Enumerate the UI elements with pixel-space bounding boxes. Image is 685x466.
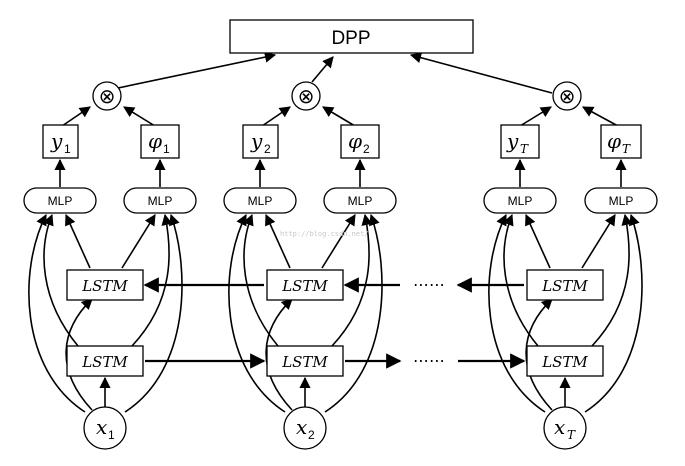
phi-box-2: φ 2	[340, 124, 380, 159]
mlp-label: MLP	[508, 194, 533, 208]
edge-x2-mlpy	[228, 214, 286, 413]
x-symbol: x	[554, 415, 565, 439]
edge-lstm-up1-mlpphi	[121, 214, 156, 269]
x-subscript: 2	[308, 428, 315, 442]
edge-lstm-up1-mlpy	[65, 213, 91, 269]
lstm-label: LSTM	[541, 353, 588, 371]
product-icon: ⊗	[298, 86, 315, 108]
edge-productT-dpp	[409, 52, 553, 94]
product-node-1: ⊗	[92, 81, 122, 111]
mlp-label: MLP	[148, 194, 173, 208]
ellipsis-upper: ⋯⋯	[413, 277, 445, 294]
x-subscript: 1	[108, 428, 115, 442]
mlp-phi-2: MLP	[323, 187, 397, 214]
edge-lstm-up2-mlpphi	[321, 214, 356, 269]
dpp-label: DPP	[331, 28, 370, 49]
phi-box-T: φ T	[600, 124, 642, 159]
edge-phi1-product1	[123, 106, 156, 127]
edges	[28, 51, 643, 413]
y-subscript: T	[520, 142, 529, 156]
input-node-1: x 1	[83, 406, 127, 450]
mlp-label: MLP	[609, 194, 634, 208]
lstm-label: LSTM	[81, 277, 128, 295]
input-node-T: x T	[543, 406, 587, 450]
mlp-label: MLP	[248, 194, 273, 208]
lstm-lower-2: LSTM	[266, 345, 344, 377]
edge-lstm-loT-mlpy	[503, 213, 539, 347]
edge-lstm-lo2-mlpy	[243, 213, 279, 347]
edge-x1-lstm-up	[65, 298, 93, 411]
edge-lstm-loT-mlpphi	[591, 213, 633, 347]
x-symbol: x	[96, 415, 107, 439]
lstm-label: LSTM	[281, 353, 328, 371]
edge-lstm-upT-mlpy	[525, 213, 551, 269]
dpp-box: DPP	[229, 19, 474, 54]
mlp-phi-T: MLP	[584, 187, 658, 214]
product-node-T: ⊗	[552, 81, 582, 111]
phi-subscript: 1	[163, 142, 170, 156]
edge-product1-dpp	[117, 51, 277, 89]
input-node-2: x 2	[283, 406, 327, 450]
edge-yT-productT	[519, 106, 552, 127]
x-symbol: x	[296, 415, 307, 439]
lstm-label: LSTM	[81, 353, 128, 371]
y-subscript: 2	[264, 142, 271, 156]
lstm-lower-T: LSTM	[526, 345, 604, 377]
edge-y2-product2	[261, 106, 291, 127]
y-symbol: y	[506, 129, 519, 153]
phi-symbol: φ	[148, 129, 162, 153]
ellipsis-lower: ⋯⋯	[413, 353, 445, 370]
lstm-upper-T: LSTM	[526, 269, 604, 301]
mlp-y-1: MLP	[23, 187, 97, 214]
y-subscript: 1	[64, 142, 71, 156]
edge-phi2-product2	[322, 106, 356, 127]
phi-box-1: φ 1	[140, 124, 180, 159]
watermark-text: http://blog.csdn.net/	[280, 230, 369, 238]
phi-subscript: T	[622, 142, 631, 156]
y-box-2: y 2	[242, 124, 279, 159]
edge-xT-lstm-up	[525, 298, 553, 411]
edge-lstm-upT-mlpphi	[581, 214, 616, 269]
mlp-phi-1: MLP	[123, 187, 197, 214]
y-symbol: y	[250, 129, 263, 153]
x-subscript: T	[567, 428, 576, 442]
lstm-upper-1: LSTM	[66, 269, 144, 301]
edge-product2-dpp	[311, 56, 334, 83]
y-symbol: y	[50, 129, 63, 153]
edge-lstm-lo1-mlpphi	[131, 213, 173, 347]
mlp-y-2: MLP	[223, 187, 297, 214]
phi-symbol: φ	[348, 129, 362, 153]
lstm-label: LSTM	[541, 277, 588, 295]
lstm-label: LSTM	[281, 277, 328, 295]
phi-symbol: φ	[607, 129, 621, 153]
edge-xT-mlpy	[488, 214, 546, 413]
edge-lstm-up2-mlpy	[265, 213, 291, 269]
y-box-1: y 1	[42, 124, 79, 159]
edge-x1-mlpy	[28, 214, 86, 413]
edge-y1-product1	[61, 106, 91, 127]
phi-subscript: 2	[363, 142, 370, 156]
edge-xT-mlpphi	[584, 213, 643, 413]
edge-phiT-productT	[582, 106, 619, 127]
lstm-upper-2: LSTM	[266, 269, 344, 301]
edge-lstm-lo2-mlpphi	[331, 213, 373, 347]
product-icon: ⊗	[99, 86, 116, 108]
mlp-label: MLP	[48, 194, 73, 208]
mlp-label: MLP	[348, 194, 373, 208]
edge-lstm-lo1-mlpy	[43, 213, 79, 347]
edge-x2-mlpphi	[324, 213, 383, 413]
product-node-2: ⊗	[291, 81, 321, 111]
mlp-y-T: MLP	[483, 187, 557, 214]
y-box-T: y T	[500, 124, 540, 159]
product-icon: ⊗	[559, 86, 576, 108]
edge-x1-mlpphi	[124, 213, 183, 413]
lstm-lower-1: LSTM	[66, 345, 144, 377]
edge-x2-lstm-up	[265, 298, 293, 411]
